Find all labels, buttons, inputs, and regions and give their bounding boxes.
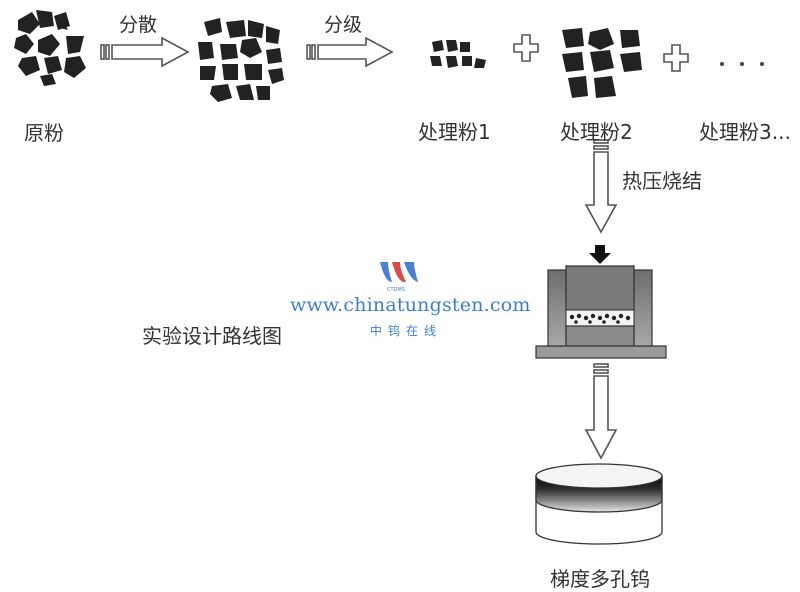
watermark-abbr: CTOMS [387,287,405,293]
raw-powder-label: 原粉 [24,121,64,145]
classify-label: 分级 [324,14,363,36]
treated-powder-2-label: 处理粉2 [560,120,633,144]
dispersed-powder-particles [198,18,284,102]
plus-icon [513,34,539,62]
disperse-label: 分散 [119,14,158,36]
treated-powder-3-label: 处理粉3... [699,120,791,144]
treated-powder-1-particles [430,40,486,68]
arrow-classify [306,36,394,68]
plus-icon [663,44,689,72]
ellipsis-dots [720,62,764,66]
arrow-hot-press [584,139,618,234]
arrow-disperse [100,36,190,68]
route-title: 实验设计路线图 [142,324,282,348]
arrow-to-product [584,363,618,460]
raw-powder-particles [14,10,86,86]
hot-press-label: 热压烧结 [622,169,702,193]
ctoms-logo [380,262,418,283]
porous-tungsten-cylinder [535,463,663,545]
watermark-url: www.chinatungsten.com [290,294,531,316]
watermark-chinese: 中钨在线 [370,324,443,338]
product-label: 梯度多孔钨 [550,567,650,591]
treated-powder-1-label: 处理粉1 [418,120,491,144]
hot-press-apparatus [535,245,667,359]
treated-powder-2-particles [562,28,642,98]
